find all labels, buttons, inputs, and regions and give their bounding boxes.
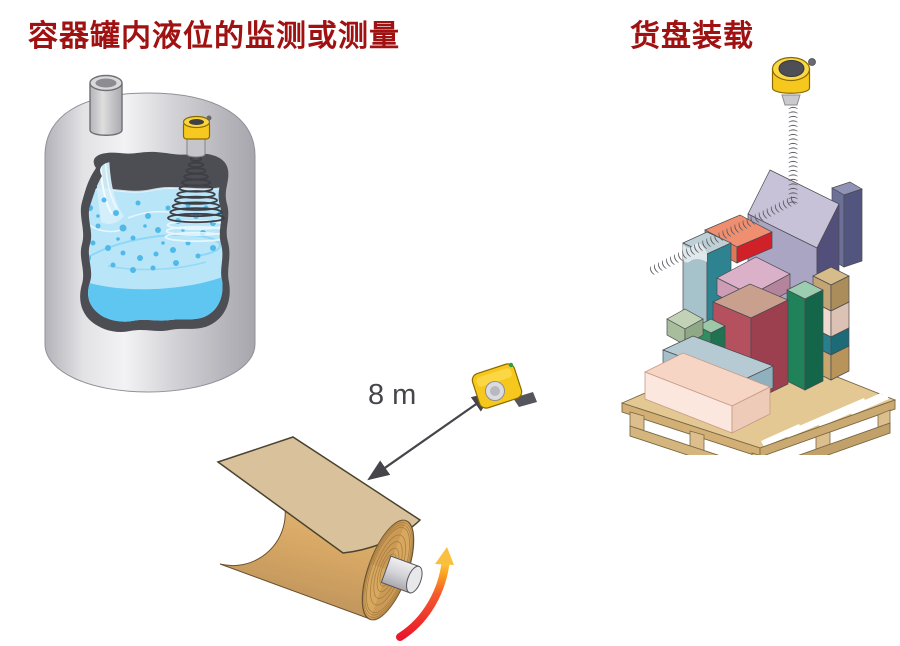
tank-sensor-mount bbox=[186, 137, 206, 158]
roll-end-face bbox=[361, 519, 423, 621]
distance-arrow bbox=[367, 391, 494, 481]
liquid-deep-zone bbox=[88, 274, 223, 322]
tank-inlet-pipe bbox=[89, 74, 123, 136]
pallet-legs bbox=[629, 409, 891, 455]
rotation-arrow bbox=[396, 547, 454, 641]
pallet-loading-illustration: (((((((((((((((((((((( (((((((((((((((((… bbox=[620, 56, 897, 455]
tank-section-title: 容器罐内液位的监测或测量 bbox=[28, 20, 400, 53]
pallet-section-title: 货盘装载 bbox=[630, 20, 754, 53]
measurement bbox=[367, 391, 494, 481]
roll-distance-sensor bbox=[471, 362, 537, 409]
ultrasonic-cone-underwater bbox=[164, 220, 223, 243]
cargo-boxes bbox=[644, 169, 863, 434]
tank-level-sensor bbox=[182, 115, 212, 140]
pallet-runner-right bbox=[798, 422, 891, 455]
tank-level-illustration bbox=[44, 74, 256, 393]
roll-distance-illustration: 8 m bbox=[216, 362, 537, 641]
box-cream-bottom bbox=[644, 352, 771, 434]
ultrasonic-cone bbox=[167, 156, 225, 224]
pallet-runner-left bbox=[629, 425, 720, 455]
paper-roll bbox=[216, 436, 454, 641]
roll-shaft bbox=[380, 555, 423, 594]
beam-vertical: (((((((((((((((((((((( bbox=[787, 106, 798, 205]
pallet-sensor bbox=[771, 56, 816, 106]
box-green-tall bbox=[786, 280, 824, 391]
pallet-slat-gaps bbox=[761, 393, 889, 447]
distance-label: 8 m bbox=[368, 379, 416, 411]
